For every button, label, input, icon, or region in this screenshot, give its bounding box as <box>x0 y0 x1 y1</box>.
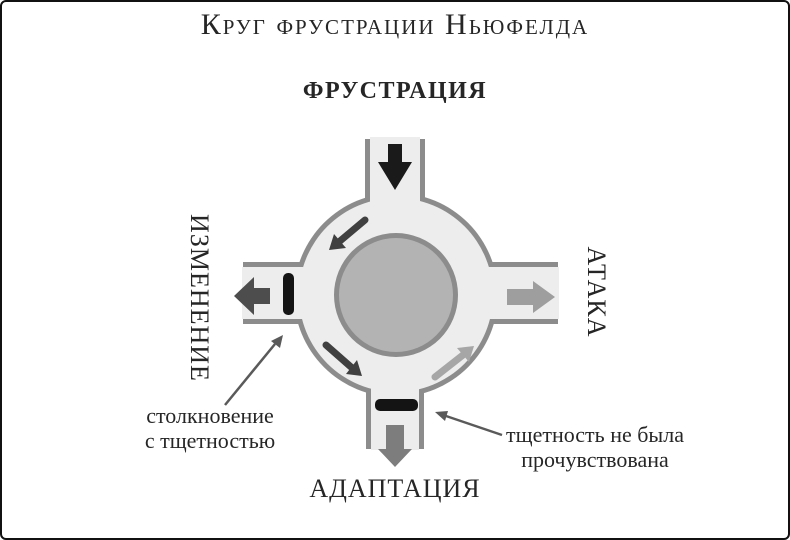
futility-collision-note: столкновение с тщетностью <box>120 403 300 453</box>
flow-arrow-bottom-left-icon <box>322 341 355 371</box>
futility-block-bar-bottom <box>375 399 418 411</box>
attack-arrow-icon <box>507 281 555 313</box>
change-arrow-icon <box>234 277 270 315</box>
flow-arrow-top-head-icon <box>329 234 346 250</box>
leader-arrow-left-head-icon <box>271 335 283 348</box>
figure-title: Круг фрустрации Ньюфелда <box>200 8 590 41</box>
flow-arrow-bottom-right-head-icon <box>457 346 474 362</box>
leader-arrow-left-icon <box>224 343 276 406</box>
leader-arrow-right-icon <box>445 414 503 437</box>
adaptation-arrow-icon <box>378 425 412 467</box>
attack-label: АТАКА <box>582 246 611 338</box>
change-label: ИЗМЕНЕНИЕ <box>185 214 214 382</box>
futility-not-felt-note-line2: прочувствована <box>521 447 669 472</box>
futility-collision-note-line2: с тщетностью <box>144 428 276 453</box>
frustration-arrow-icon <box>378 144 412 190</box>
central-island <box>339 238 453 352</box>
frustration-label: ФРУСТРАЦИЯ <box>302 78 488 104</box>
futility-not-felt-note: тщетность не была прочувствована <box>485 422 705 472</box>
flow-arrow-bottom-left-head-icon <box>346 360 362 376</box>
flow-arrow-top-icon <box>336 216 369 245</box>
leader-arrow-right-head-icon <box>435 411 448 421</box>
futility-block-bar-left <box>283 273 294 315</box>
futility-collision-note-line1: столкновение <box>146 403 274 428</box>
futility-not-felt-note-line1: тщетность не была <box>506 422 684 447</box>
adaptation-label: АДАПТАЦИЯ <box>309 474 481 503</box>
flow-arrow-bottom-right-icon <box>431 351 467 381</box>
